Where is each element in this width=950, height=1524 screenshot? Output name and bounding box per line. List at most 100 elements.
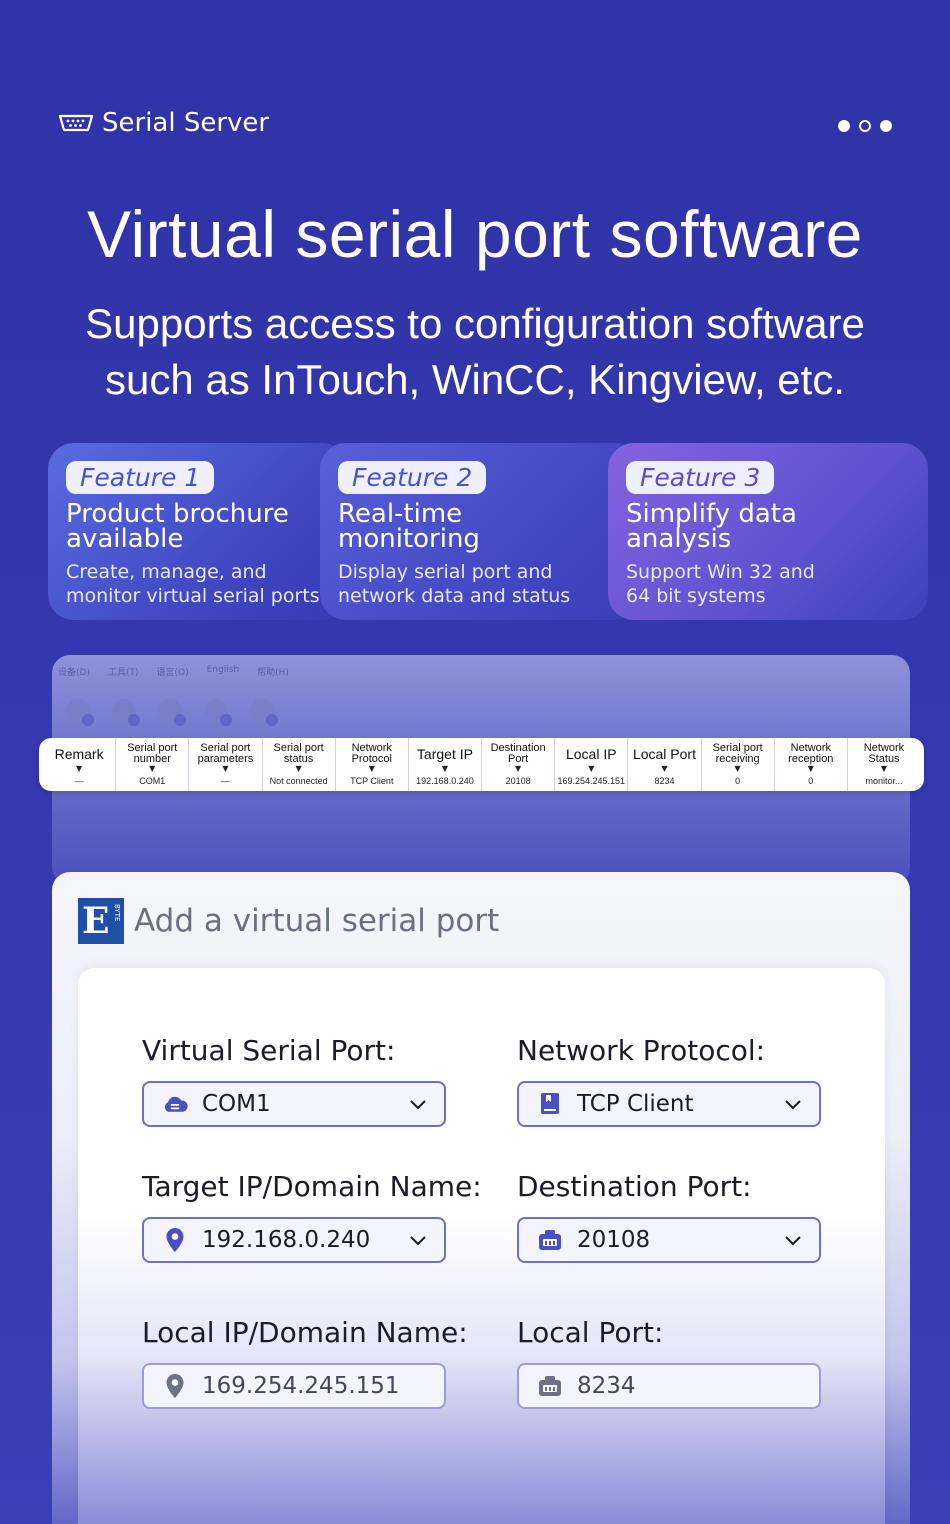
cell-value: TCP Client	[350, 776, 394, 786]
feature-cards: Feature 1 Product brochure available Cre…	[48, 443, 928, 620]
brand-name: Serial Server	[102, 108, 270, 138]
cable-icon[interactable]	[158, 699, 186, 726]
sort-caret-icon[interactable]: ▼	[76, 764, 83, 773]
remove-port-icon[interactable]	[112, 699, 140, 726]
feature-description: Support Win 32 and 64 bit systems	[626, 560, 910, 608]
add-port-dialog: E BYTE Add a virtual serial port Virtual…	[52, 872, 910, 1524]
column-header[interactable]: Local Port	[632, 745, 696, 762]
sort-caret-icon[interactable]: ▼	[295, 764, 302, 773]
feature-card-1: Feature 1 Product brochure available Cre…	[48, 443, 348, 620]
pagination-dots[interactable]	[838, 120, 892, 132]
feature-title-line-1: Real-time	[338, 499, 463, 529]
dialog-header: E BYTE Add a virtual serial port	[78, 898, 499, 944]
column-header[interactable]: Serial port receiving	[712, 742, 763, 765]
table-column[interactable]: Network Status▼monitor...	[848, 738, 920, 791]
form-panel: Virtual Serial Port: COM1 Network Protoc…	[78, 968, 885, 1524]
sort-caret-icon[interactable]: ▼	[734, 764, 741, 773]
feature-description: Display serial port and network data and…	[338, 560, 622, 608]
feature-badge: Feature 1	[66, 461, 215, 494]
cloud-icon	[162, 1091, 188, 1117]
local-ip-input[interactable]: 169.254.245.151	[142, 1363, 446, 1409]
table-column[interactable]: Local IP▼169.254.245.151	[555, 738, 629, 791]
column-header[interactable]: Target IP	[416, 745, 473, 762]
menu-item-language[interactable]: 语言(O)	[156, 668, 189, 678]
menu-bar: 设备(D) 工具(T) 语言(O) English 帮助(H)	[58, 665, 289, 678]
chevron-down-icon[interactable]	[783, 1230, 803, 1250]
target-ip-select[interactable]: 192.168.0.240	[142, 1217, 446, 1263]
menu-item-device[interactable]: 设备(D)	[58, 668, 90, 678]
cell-value: 8234	[654, 776, 675, 786]
table-column[interactable]: Serial port receiving▼ 0	[702, 738, 775, 791]
destination-port-field: Destination Port: 20108	[517, 1170, 821, 1263]
local-ip-field: Local IP/Domain Name: 169.254.245.151	[142, 1316, 468, 1409]
table-column[interactable]: Network Protocol▼ TCP Client	[336, 738, 409, 791]
select-value: 192.168.0.240	[202, 1227, 371, 1253]
input-value: 8234	[577, 1373, 636, 1399]
toolbar	[66, 699, 278, 726]
cell-value: 192.168.0.240	[416, 776, 474, 786]
hero-subtitle-line-2: such as InTouch, WinCC, Kingview, etc.	[105, 356, 845, 403]
cell-value: 0	[808, 776, 814, 786]
logo-text: BYTE	[113, 904, 121, 922]
sort-caret-icon[interactable]: ▼	[368, 764, 375, 773]
pagination-dot-3[interactable]	[880, 120, 892, 132]
chevron-down-icon[interactable]	[783, 1094, 803, 1114]
sort-caret-icon[interactable]: ▼	[661, 764, 668, 773]
column-header[interactable]: Network Protocol	[351, 742, 392, 765]
table-column[interactable]: Local Port ▼ 8234	[628, 738, 702, 791]
serial-port-icon	[58, 114, 94, 132]
virtual-serial-port-select[interactable]: COM1	[142, 1081, 446, 1127]
pagination-dot-1[interactable]	[838, 120, 850, 132]
input-value: 169.254.245.151	[202, 1373, 400, 1399]
sort-caret-icon[interactable]: ▼	[807, 764, 814, 773]
location-pin-icon	[162, 1227, 188, 1253]
add-port-icon[interactable]	[66, 699, 94, 726]
pagination-dot-2[interactable]	[859, 120, 871, 132]
chevron-down-icon[interactable]	[408, 1094, 428, 1114]
feature-title: Simplify data analysis	[626, 501, 910, 552]
cell-value: Not connected	[269, 776, 328, 786]
sort-caret-icon[interactable]: ▼	[880, 764, 888, 773]
column-header[interactable]: Destination Port	[490, 742, 546, 765]
column-header[interactable]: Serial port number	[127, 742, 178, 765]
feature-title-line-2: available	[66, 524, 184, 554]
menu-item-tools[interactable]: 工具(T)	[107, 668, 139, 678]
column-header[interactable]: Serial port status	[273, 742, 324, 765]
sort-caret-icon[interactable]: ▼	[441, 764, 449, 773]
field-label: Virtual Serial Port:	[142, 1034, 396, 1067]
network-protocol-select[interactable]: TCP Client	[517, 1081, 821, 1127]
menu-item-english[interactable]: English	[206, 665, 240, 675]
table-column[interactable]: Remark▼—	[43, 738, 117, 791]
logo-letter: E	[82, 900, 110, 942]
header-brand: Serial Server	[58, 108, 269, 138]
table-column[interactable]: Serial port status▼ Not connected	[263, 738, 336, 791]
feature-desc-line-1: Support Win 32 and	[626, 561, 815, 583]
column-header[interactable]: Serial port parameters	[197, 742, 254, 765]
menu-item-help[interactable]: 帮助(H)	[257, 668, 289, 678]
feature-title: Real-time monitoring	[338, 499, 622, 552]
destination-port-select[interactable]: 20108	[517, 1217, 821, 1263]
table-column[interactable]: Serial port parameters▼—	[189, 738, 263, 791]
sort-caret-icon[interactable]: ▼	[222, 764, 229, 773]
chevron-down-icon[interactable]	[408, 1230, 428, 1250]
column-header[interactable]: Remark	[54, 745, 104, 762]
table-column[interactable]: Destination Port▼20108	[482, 738, 556, 791]
target-ip-field: Target IP/Domain Name: 192.168.0.240	[142, 1170, 482, 1263]
select-value: COM1	[202, 1091, 271, 1117]
cell-value: 0	[735, 776, 741, 786]
table-column[interactable]: Target IP ▼ 192.168.0.240	[409, 738, 483, 791]
sort-caret-icon[interactable]: ▼	[588, 764, 595, 773]
sort-caret-icon[interactable]: ▼	[149, 764, 156, 773]
sort-caret-icon[interactable]: ▼	[515, 764, 522, 773]
feature-card-2: Feature 2 Real-time monitoring Display s…	[320, 443, 640, 620]
settings-icon[interactable]	[204, 699, 232, 726]
bookmark-icon	[537, 1091, 563, 1117]
forward-icon[interactable]	[250, 699, 278, 726]
feature-title-line-1: Product brochure	[66, 499, 289, 529]
table-column[interactable]: Serial port number▼COM1	[116, 738, 190, 791]
column-header[interactable]: Local IP	[565, 745, 617, 762]
table-column[interactable]: Network reception▼ 0	[775, 738, 848, 791]
column-header[interactable]: Network reception	[788, 742, 834, 765]
local-port-input[interactable]: 8234	[517, 1363, 821, 1409]
column-header[interactable]: Network Status	[863, 742, 905, 765]
